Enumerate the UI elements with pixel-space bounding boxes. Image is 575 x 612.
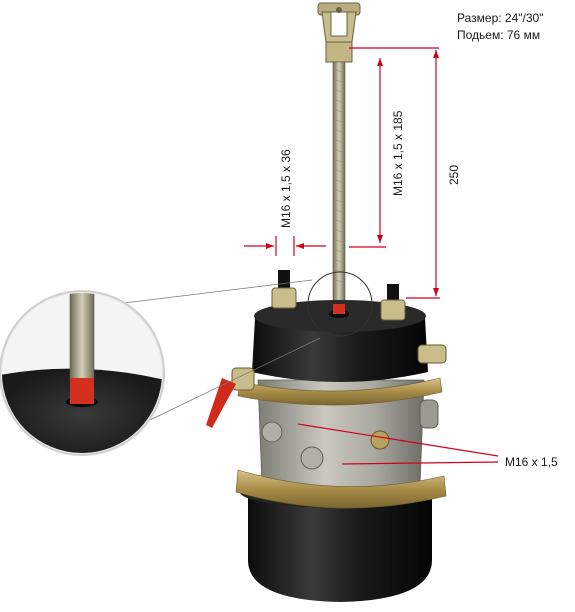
size-spec: Размер: 24"/30" — [457, 11, 544, 25]
label-thread-short: M16 x 1,5 x 36 — [279, 149, 293, 228]
push-rod — [317, 2, 361, 314]
detail-zoom — [0, 271, 373, 456]
clamp-bands — [231, 344, 447, 509]
mounting-bolts — [271, 270, 406, 321]
dimension-lines — [244, 47, 499, 465]
label-thread-long: M16 x 1,5 x 185 — [391, 110, 405, 196]
warning-tag — [206, 378, 236, 428]
label-mount-thread: M16 x 1,5 — [505, 455, 558, 469]
service-housing — [257, 379, 439, 506]
label-length: 250 — [447, 165, 461, 185]
stroke-spec: Подьем: 76 мм — [457, 28, 541, 42]
